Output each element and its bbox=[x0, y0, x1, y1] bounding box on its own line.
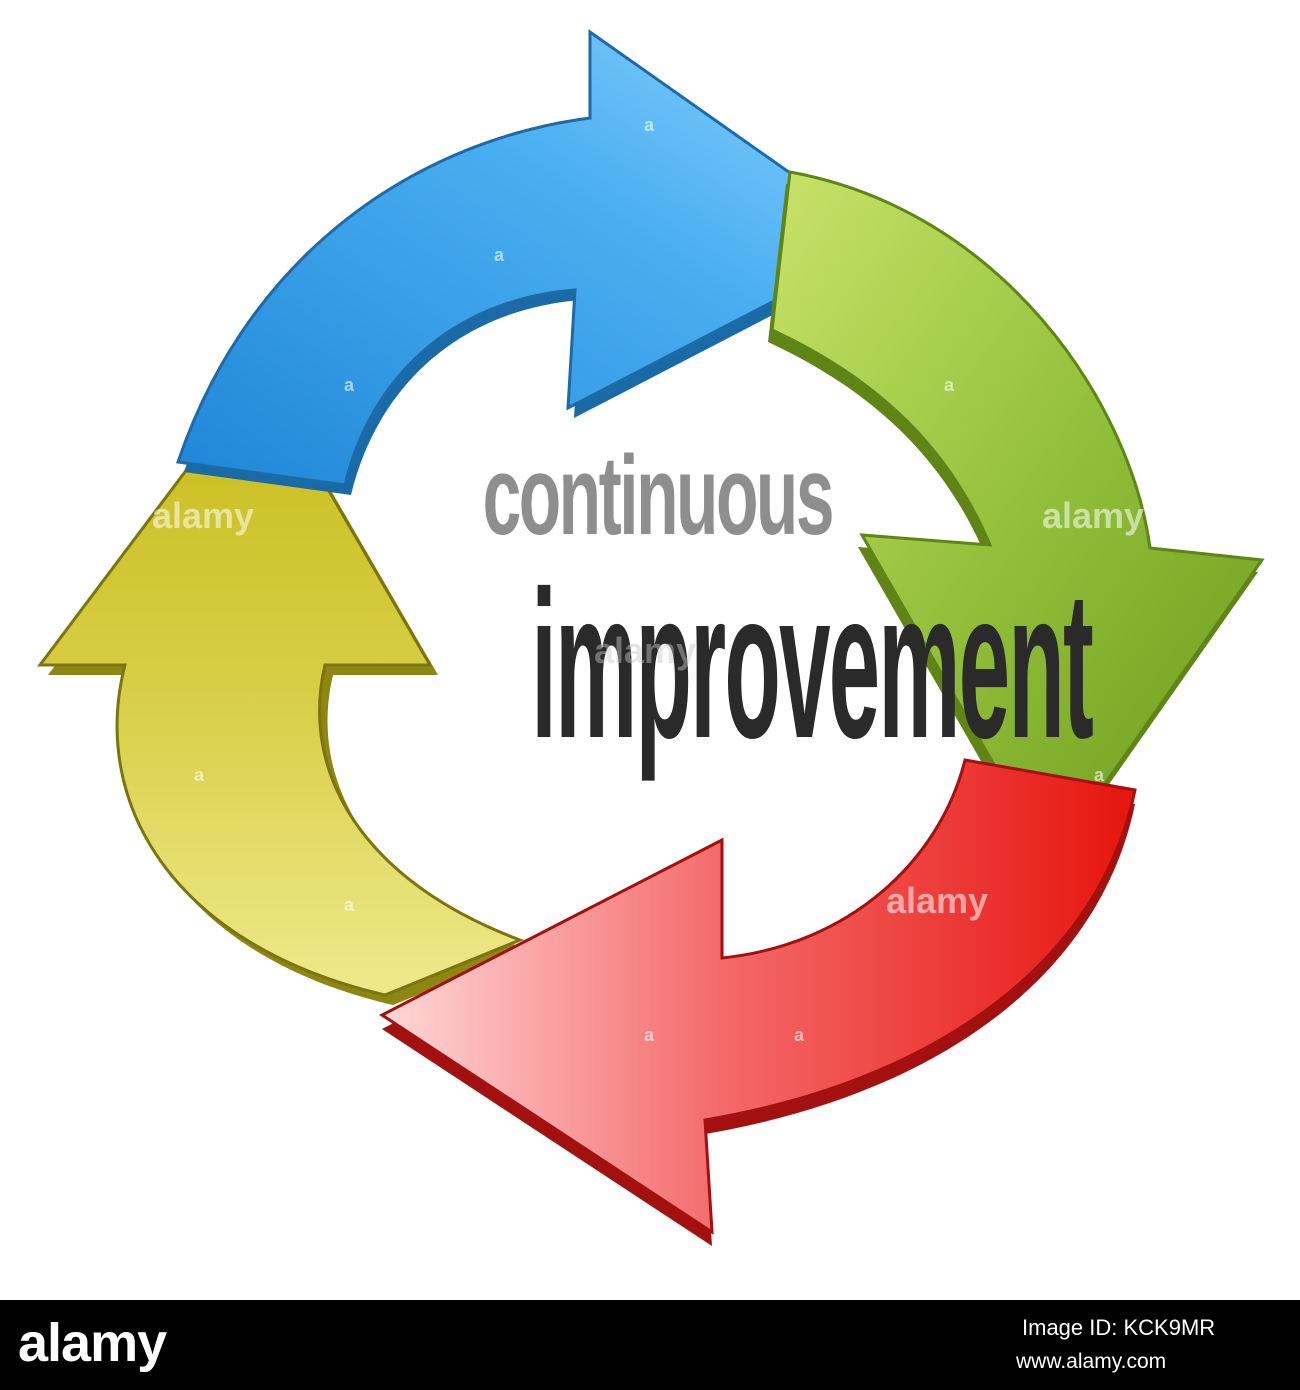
diagram-title-line1: continuous bbox=[482, 433, 835, 558]
blue-arrow bbox=[175, 29, 894, 495]
footer-bar: alamy Image ID: KCK9MR www.alamy.com bbox=[0, 1300, 1300, 1390]
yellow-arrow bbox=[36, 369, 528, 1005]
red-arrow bbox=[379, 758, 1137, 1246]
footer-url: www.alamy.com bbox=[1016, 1350, 1167, 1373]
diagram-canvas: continuous improvement alamy alamy alamy… bbox=[36, 29, 1265, 1246]
cycle-diagram bbox=[36, 29, 1265, 1246]
green-arrow bbox=[768, 170, 1265, 874]
footer-logo: alamy bbox=[18, 1313, 167, 1373]
diagram-title-line2: improvement bbox=[531, 547, 1094, 782]
footer-image-id: Image ID: KCK9MR bbox=[1022, 1315, 1216, 1340]
